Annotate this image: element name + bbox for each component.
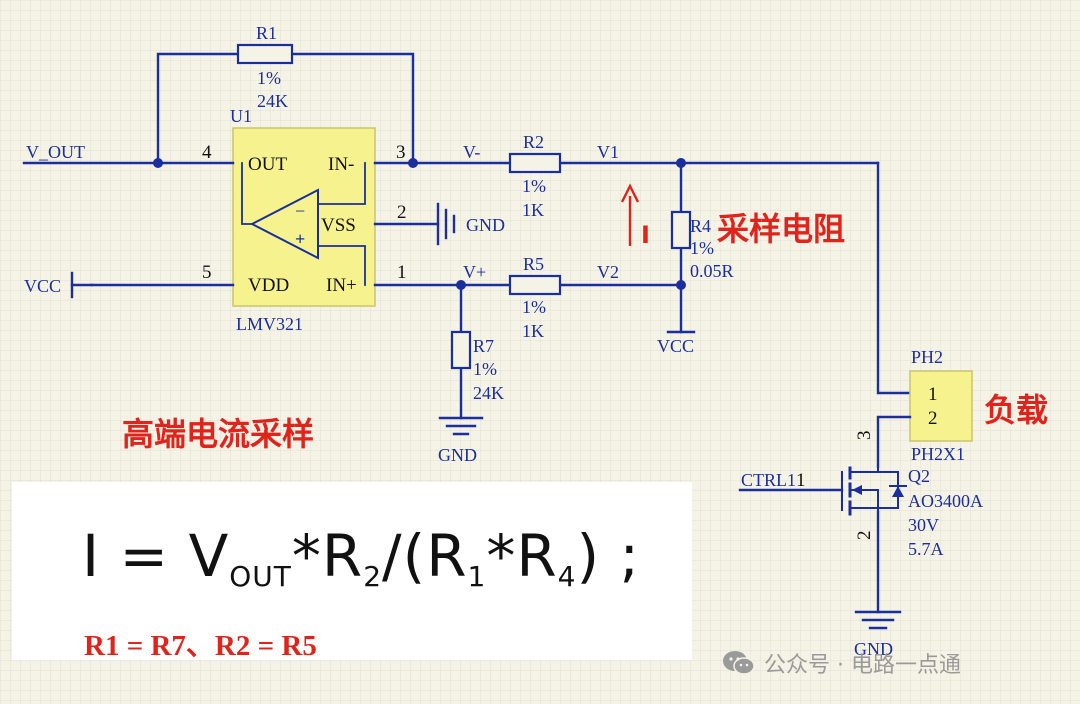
- q2-id: 5.7A: [908, 539, 944, 559]
- r1-value: 24K: [257, 91, 288, 111]
- r7-value: 24K: [473, 383, 504, 403]
- junction-dot: [408, 158, 418, 168]
- ph2-pin1: 1: [928, 384, 938, 405]
- resistor-r5: [508, 274, 562, 296]
- net-label-vplus: V+: [463, 262, 486, 282]
- resistor-equality-note: R1 = R7、R2 = R5: [84, 630, 317, 662]
- r4-tol: 1%: [690, 238, 714, 258]
- wire-load-feed: [876, 161, 912, 395]
- ph2-part: PH2X1: [911, 444, 965, 464]
- opamp-part: LMV321: [236, 314, 303, 334]
- r4-value: 0.05R: [690, 261, 734, 281]
- r2-tol: 1%: [522, 176, 546, 196]
- net-label-vout: V_OUT: [26, 142, 85, 162]
- opamp-ref: U1: [230, 106, 252, 126]
- ground-symbol-r7: [438, 416, 484, 436]
- wire-r1-right: [290, 52, 415, 165]
- watermark: 公众号 · 电路一点通: [722, 646, 961, 680]
- r2-value: 1K: [522, 200, 544, 220]
- q2-vds: 30V: [908, 515, 939, 535]
- q2-pin2: 2: [854, 531, 875, 541]
- r5-value: 1K: [522, 321, 544, 341]
- opamp-pin-5: 5: [202, 262, 212, 283]
- junction-dot: [676, 280, 686, 290]
- ground-symbol-q2: [854, 610, 902, 630]
- current-arrow: [620, 183, 640, 246]
- resistor-r2: [508, 152, 562, 174]
- resistor-r7: [450, 330, 472, 370]
- mosfet-q2-symbol: [841, 466, 907, 516]
- opamp-pin-out-label: OUT: [248, 154, 287, 175]
- r5-tol: 1%: [522, 297, 546, 317]
- net-label-gnd-q2: GND: [854, 639, 893, 659]
- opamp-pin-1: 1: [397, 262, 407, 283]
- r2-ref: R2: [523, 132, 544, 152]
- net-label-vminus: V-: [463, 142, 480, 162]
- resistor-r1: [236, 43, 294, 65]
- net-label-vcc-left: VCC: [24, 276, 61, 296]
- load-label: 负载: [984, 391, 1048, 429]
- opamp-plus-sign: +: [295, 229, 305, 249]
- connector-ph2: [909, 370, 973, 442]
- opamp-internal-in-plus: [317, 245, 366, 286]
- q2-part: AO3400A: [908, 491, 983, 511]
- opamp-pin-vss-label: VSS: [321, 215, 356, 236]
- opamp-internal-in-minus: [317, 162, 366, 205]
- opamp-pin-4: 4: [202, 142, 212, 163]
- q2-pin1: 1: [796, 470, 806, 491]
- formula-panel: I = VOUT*R2/(R1*R4) ; R1 = R7、R2 = R5: [12, 482, 692, 662]
- ph2-ref: PH2: [911, 347, 943, 367]
- wire-load-drain: [876, 415, 912, 469]
- circuit-title: 高端电流采样: [122, 415, 314, 453]
- opamp-pin-in-plus-label: IN+: [326, 275, 357, 296]
- sense-resistor-label: 采样电阻: [717, 210, 845, 248]
- opamp-internal-out: [241, 162, 253, 225]
- r4-ref: R4: [690, 216, 711, 236]
- junction-dot: [153, 158, 163, 168]
- junction-dot: [676, 158, 686, 168]
- wire-r1-left: [156, 52, 240, 165]
- ground-symbol-vss: [436, 202, 456, 246]
- net-label-gnd-r7: GND: [438, 445, 477, 465]
- ph2-pin2: 2: [928, 408, 938, 429]
- opamp-minus-sign: −: [295, 201, 305, 221]
- current-formula: I = VOUT*R2/(R1*R4) ;: [82, 522, 641, 593]
- q2-ref: Q2: [908, 466, 930, 486]
- net-label-vcc-bottom: VCC: [657, 336, 694, 356]
- r7-ref: R7: [473, 336, 494, 356]
- net-label-ctrl: CTRL1: [741, 470, 796, 490]
- opamp-pin-vdd-label: VDD: [248, 275, 289, 296]
- opamp-triangle: [249, 188, 319, 260]
- r1-ref: R1: [256, 23, 277, 43]
- opamp-pin-3: 3: [396, 142, 406, 163]
- wechat-icon: [723, 651, 755, 675]
- opamp-pin-2: 2: [397, 202, 407, 223]
- opamp-pin-in-minus-label: IN-: [328, 154, 354, 175]
- net-label-gnd-vss: GND: [466, 215, 505, 235]
- r1-tol: 1%: [257, 68, 281, 88]
- junction-dot: [456, 280, 466, 290]
- r7-tol: 1%: [473, 359, 497, 379]
- watermark-text: 公众号 · 电路一点通: [764, 653, 961, 678]
- q2-pin3: 3: [854, 431, 875, 441]
- resistor-r4: [670, 210, 692, 250]
- net-label-v2: V2: [597, 262, 619, 282]
- current-label: I: [641, 221, 650, 249]
- r5-ref: R5: [523, 254, 544, 274]
- net-label-v1: V1: [597, 142, 619, 162]
